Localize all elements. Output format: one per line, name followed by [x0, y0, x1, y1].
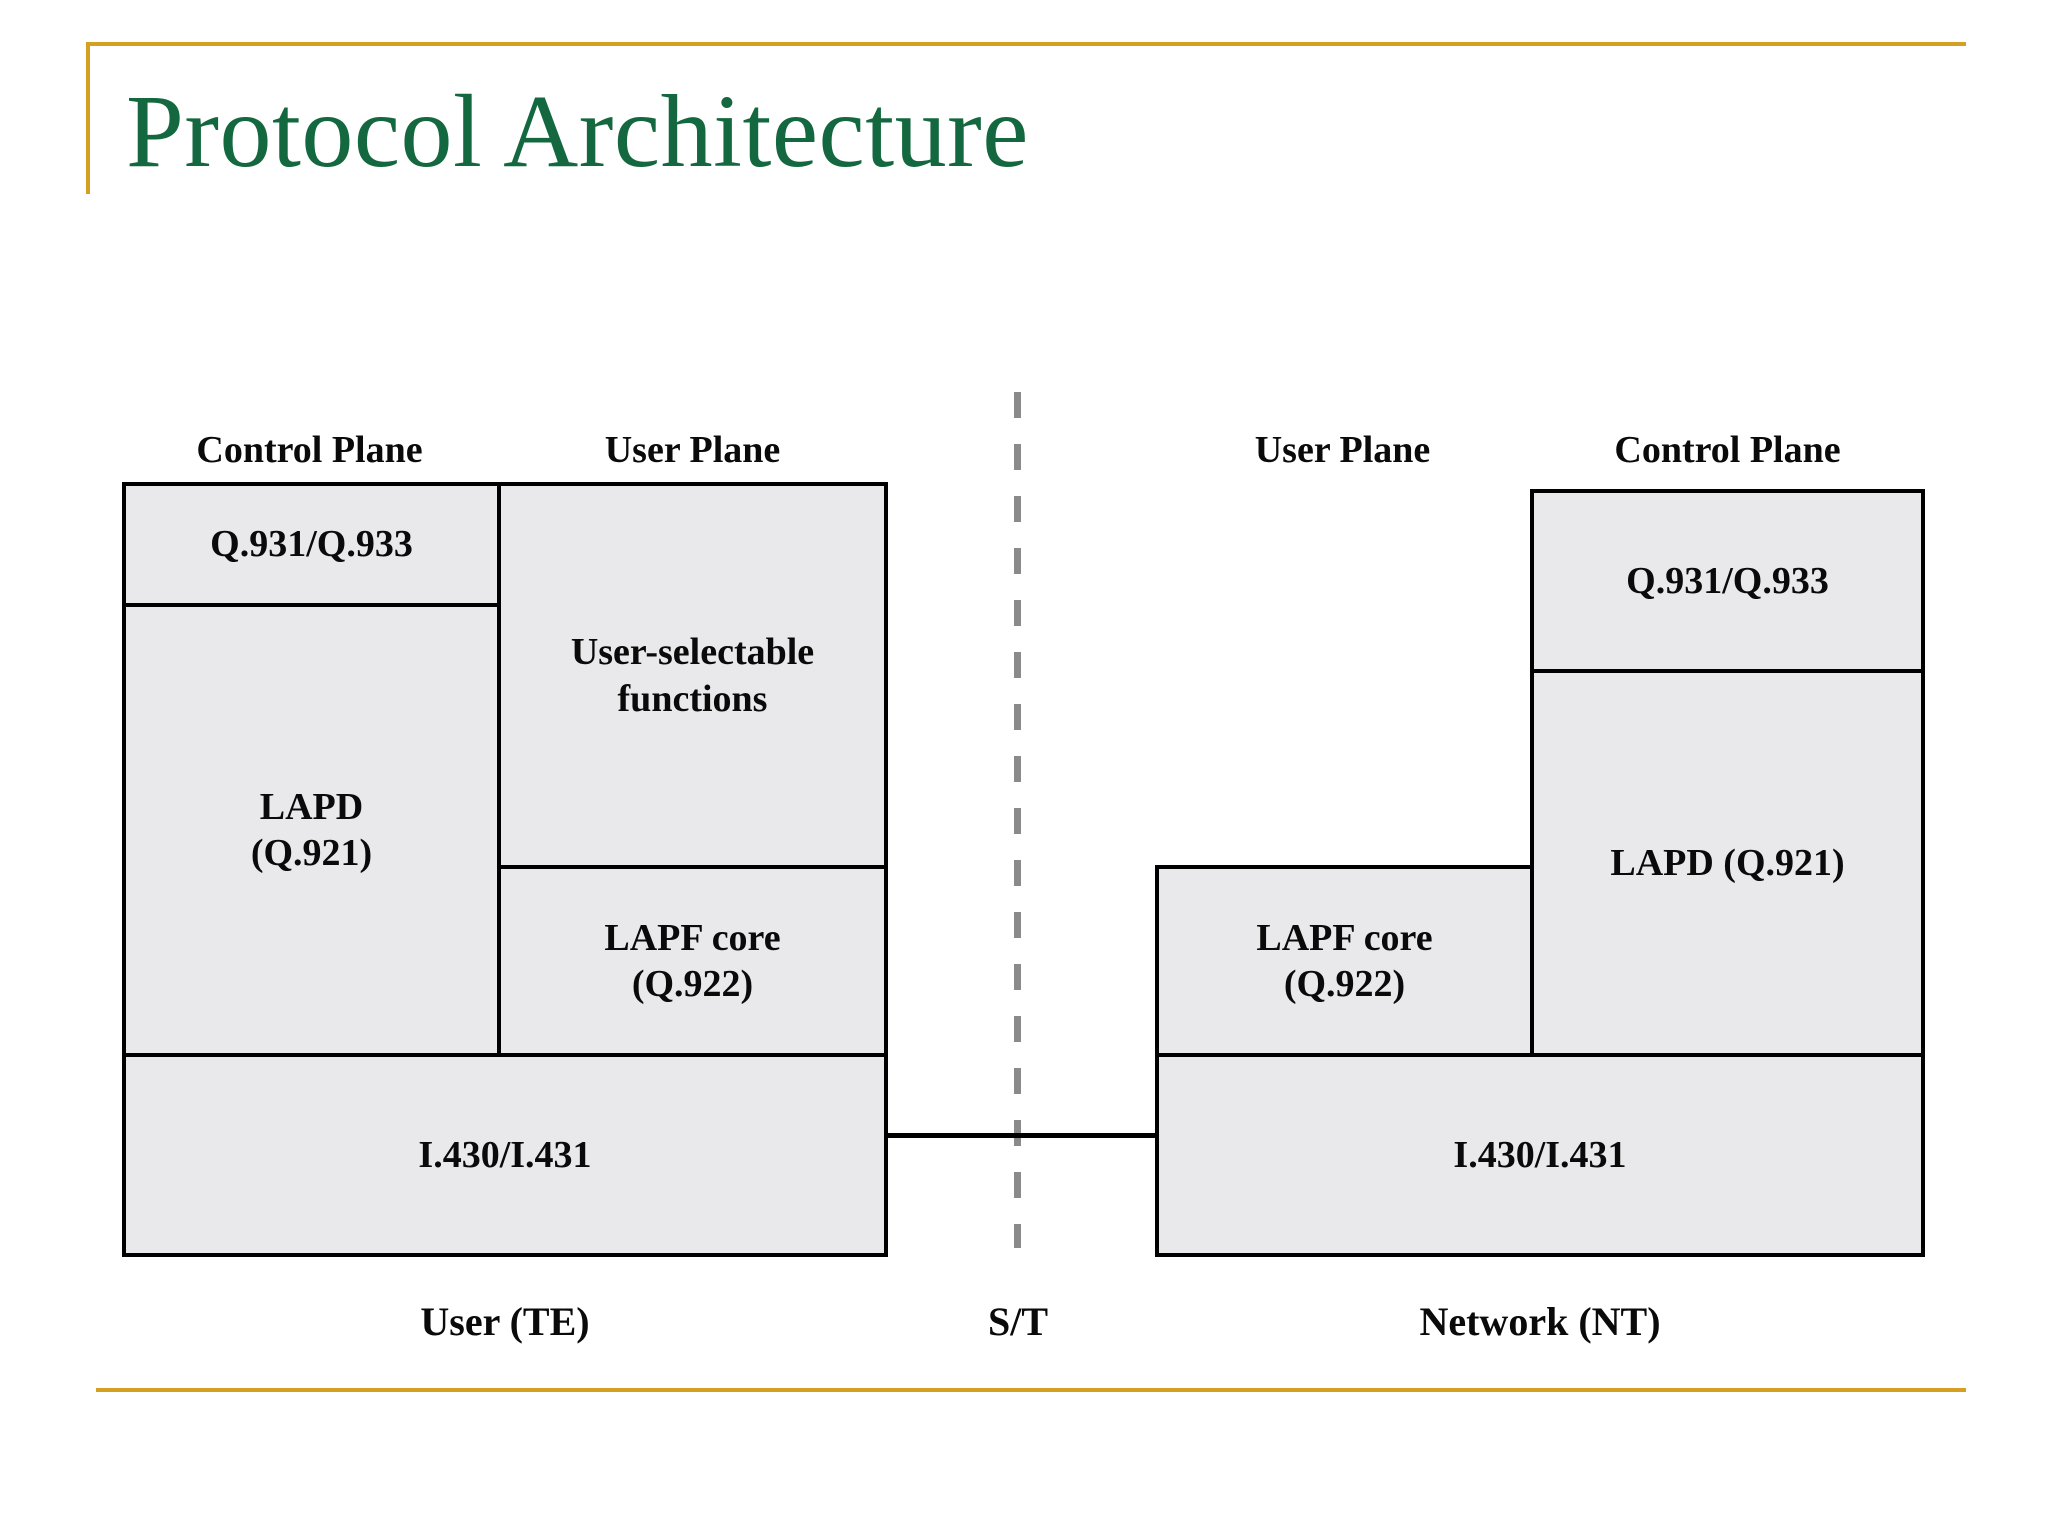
box-te-physical-i430-i431[interactable]: I.430/I.431 — [122, 1053, 888, 1257]
gold-rule-bottom-divider — [96, 1388, 1966, 1392]
box-te-user-selectable-functions-label-line1: User-selectable — [570, 631, 815, 674]
box-te-physical-i430-i431-label: I.430/I.431 — [418, 1133, 592, 1176]
box-nt-physical-i430-i431-label: I.430/I.431 — [1453, 1133, 1627, 1176]
box-te-lapf-core-q922-label-line1: LAPF core — [604, 916, 781, 959]
plane-label-user-user-plane: User Plane — [604, 429, 781, 471]
reference-point-label-st: S/T — [987, 1299, 1049, 1344]
box-te-lapf-core-q922-label-line2: (Q.922) — [631, 963, 754, 1005]
box-te-lapd-q921[interactable]: LAPD (Q.921) — [122, 603, 501, 1057]
box-nt-lapf-core-q922[interactable]: LAPF core (Q.922) — [1155, 865, 1534, 1057]
box-te-lapd-q921-label-line2: (Q.921) — [250, 832, 373, 874]
box-nt-lapd-q921[interactable]: LAPD (Q.921) — [1530, 669, 1925, 1057]
box-nt-q931-q933-label: Q.931/Q.933 — [1626, 559, 1829, 602]
box-te-lapf-core-q922[interactable]: LAPF core (Q.922) — [497, 865, 888, 1057]
box-te-user-selectable-functions-label-line2: functions — [617, 677, 768, 720]
box-te-lapd-q921-label-line1: LAPD — [259, 785, 364, 828]
reference-point-dashed-line — [1014, 392, 1021, 1248]
box-te-user-selectable-functions[interactable]: User-selectable functions — [497, 482, 888, 869]
physical-link-connector-line — [884, 1133, 1160, 1138]
box-nt-lapf-core-q922-label-line2: (Q.922) — [1283, 963, 1406, 1005]
box-nt-physical-i430-i431[interactable]: I.430/I.431 — [1155, 1053, 1925, 1257]
box-te-q931-q933-label: Q.931/Q.933 — [210, 523, 413, 566]
gold-rule-left-accent — [86, 42, 90, 194]
box-nt-lapd-q921-label: LAPD (Q.921) — [1610, 841, 1845, 884]
plane-label-user-control-plane: Control Plane — [196, 429, 423, 471]
plane-label-network-user-plane: User Plane — [1254, 429, 1431, 471]
box-te-q931-q933[interactable]: Q.931/Q.933 — [122, 482, 501, 607]
plane-label-network-control-plane: Control Plane — [1614, 429, 1841, 471]
endpoint-label-network-nt: Network (NT) — [1419, 1299, 1661, 1344]
gold-rule-top-divider — [86, 42, 1966, 46]
endpoint-label-user-te: User (TE) — [420, 1299, 590, 1344]
box-nt-q931-q933[interactable]: Q.931/Q.933 — [1530, 489, 1925, 673]
page-title: Protocol Architecture — [126, 74, 1029, 189]
box-nt-lapf-core-q922-label-line1: LAPF core — [1256, 916, 1433, 959]
